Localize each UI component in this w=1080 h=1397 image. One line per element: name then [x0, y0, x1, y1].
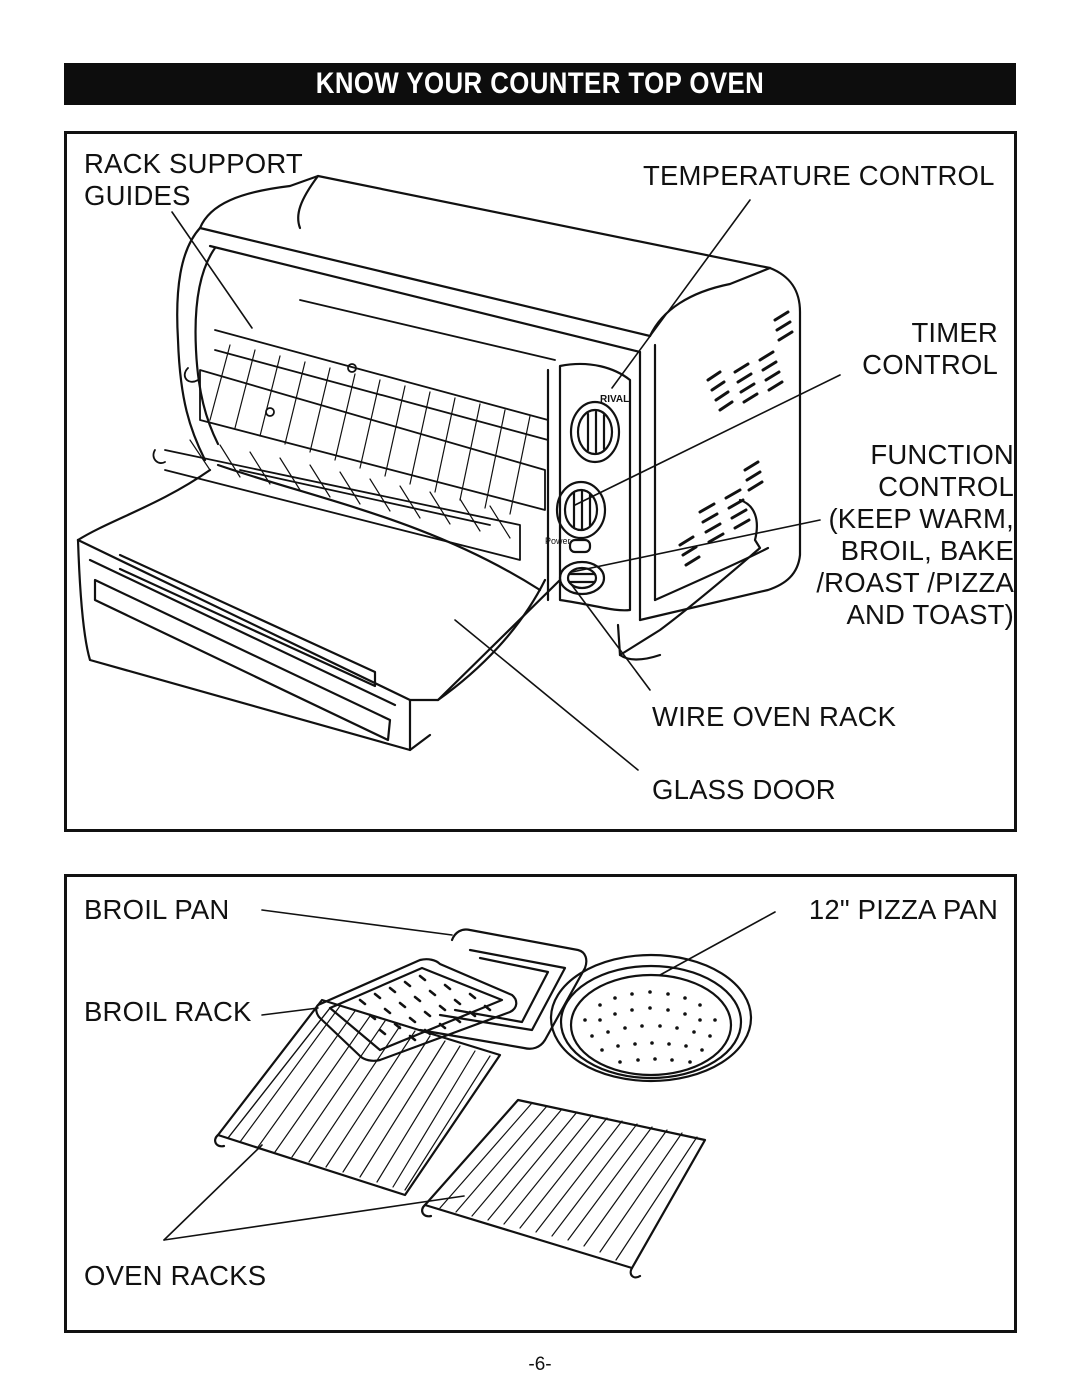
accessories-illustration — [214, 928, 753, 1279]
oven-leader-lines — [171, 199, 841, 771]
label-broil-pan: BROIL PAN — [84, 894, 230, 925]
broil-pan-art — [418, 928, 588, 1050]
page-number: -6- — [528, 1354, 552, 1375]
function-knob — [558, 560, 606, 596]
oven-rack-1-art — [214, 998, 502, 1197]
timer-knob — [555, 480, 607, 540]
label-broil-rack: BROIL RACK — [84, 996, 252, 1027]
svg-text:Power: Power — [545, 536, 571, 546]
label-oven-racks: OVEN RACKS — [84, 1260, 267, 1291]
section-title-bar: KNOW YOUR COUNTER TOP OVEN — [64, 63, 1016, 105]
label-wire-oven-rack: WIRE OVEN RACK — [652, 701, 897, 732]
temperature-knob — [569, 400, 621, 464]
label-pizza-pan: 12" PIZZA PAN — [808, 894, 998, 925]
pizza-pan-art — [549, 953, 753, 1083]
wire-oven-rack-art — [152, 299, 556, 561]
oven-rack-2-art — [421, 1098, 707, 1279]
broil-rack-art — [315, 958, 518, 1062]
power-light: Power — [545, 536, 592, 554]
label-timer-control: TIMER CONTROL — [862, 317, 998, 380]
label-function-control: FUNCTION CONTROL (KEEP WARM, BROIL, BAKE… — [816, 439, 1014, 630]
section-title: KNOW YOUR COUNTER TOP OVEN — [315, 67, 765, 100]
label-glass-door: GLASS DOOR — [652, 774, 836, 805]
oven-diagram-panel — [64, 131, 1017, 832]
brand-mark: RIVAL — [600, 394, 629, 405]
accessories-diagram-panel — [64, 874, 1017, 1333]
glass-door-art — [76, 463, 562, 752]
label-rack-support-guides: RACK SUPPORT GUIDES — [84, 148, 303, 211]
oven-illustration: RIVAL Power — [76, 174, 802, 752]
accessory-leader-lines — [163, 909, 776, 1241]
label-temperature-control: TEMPERATURE CONTROL — [643, 160, 995, 191]
